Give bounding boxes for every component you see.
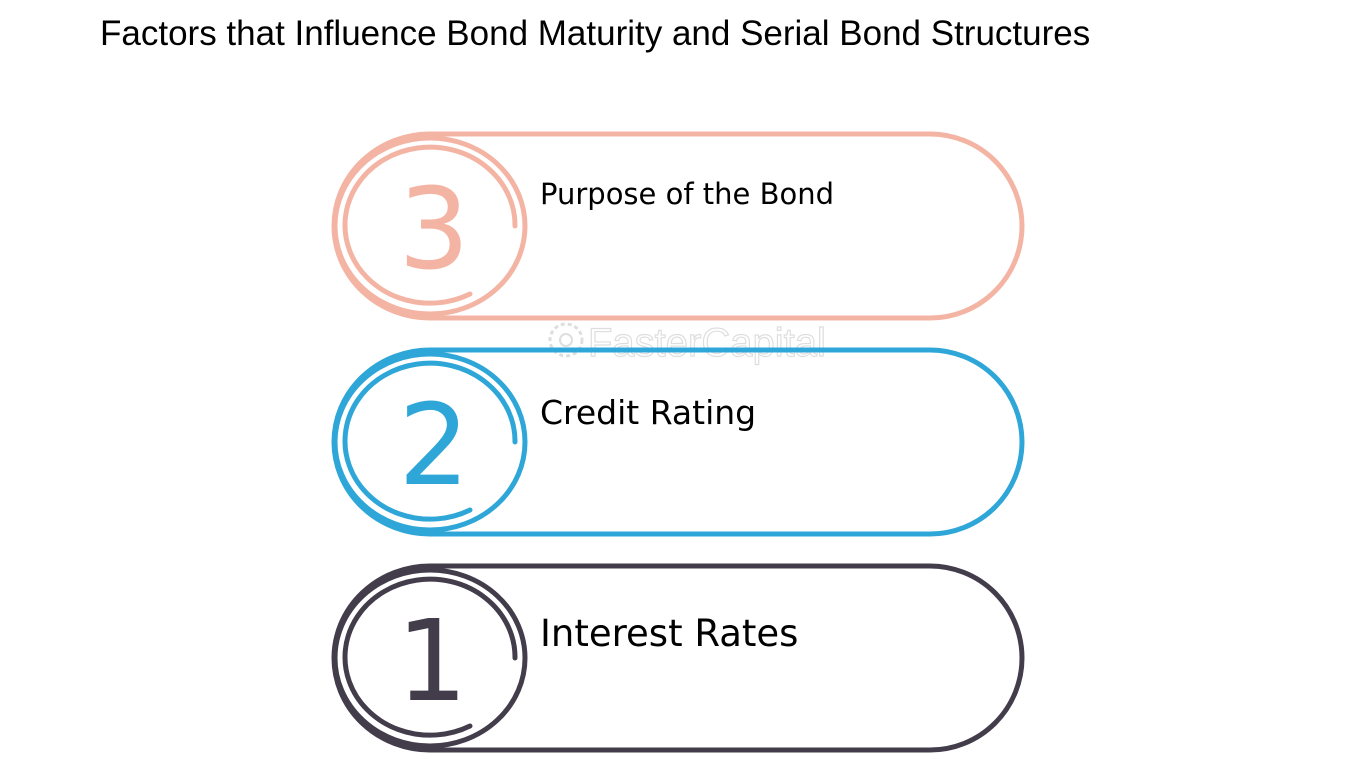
factor-item-credit: 2 Credit Rating	[331, 347, 1025, 537]
watermark: FasterCapital	[548, 320, 826, 366]
factor-label: Interest Rates	[540, 612, 798, 655]
number-circle-inner-arc	[342, 576, 518, 738]
factor-item-interest: 1 Interest Rates	[331, 563, 1025, 753]
factor-label: Credit Rating	[540, 393, 756, 432]
number-circle-inner-arc	[342, 360, 518, 522]
number-badge: 2	[398, 381, 469, 511]
number-circle-outer	[332, 567, 528, 749]
number-badge: 1	[396, 597, 467, 727]
number-badge: 3	[398, 165, 469, 295]
gear-icon	[548, 322, 584, 358]
number-circle-outer	[332, 135, 528, 317]
watermark-text: FasterCapital	[588, 321, 826, 365]
factor-item-purpose: 3 Purpose of the Bond	[331, 131, 1025, 321]
number-circle-outer	[332, 351, 528, 533]
factor-label: Purpose of the Bond	[540, 177, 834, 211]
page-title: Factors that Influence Bond Maturity and…	[100, 14, 1091, 53]
number-circle-inner-arc	[342, 144, 518, 306]
